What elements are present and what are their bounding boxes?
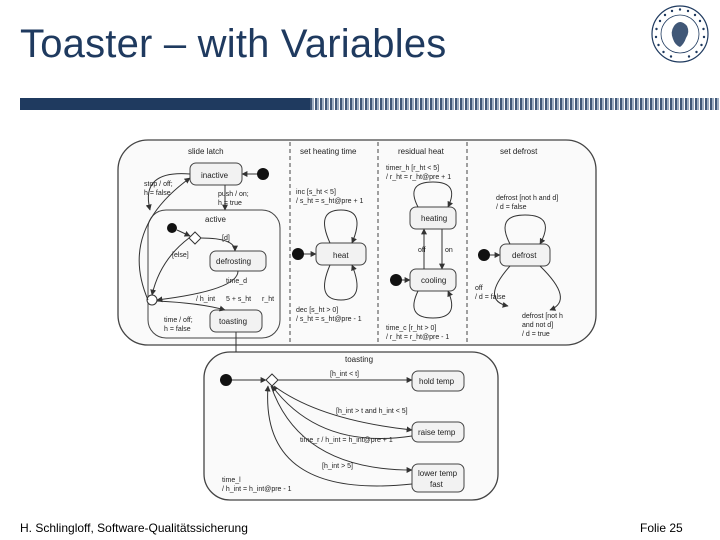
state-lower-temp-label-1: lower temp (418, 469, 458, 478)
label-off-d-2: / d = false (475, 294, 506, 301)
label-g-hint-between: [h_int > t and h_int < 5] (336, 408, 408, 415)
transition-stop-off (145, 173, 191, 211)
initial-pseudostate (257, 168, 269, 180)
initial-active (167, 223, 177, 233)
state-defrost (499, 243, 551, 267)
junction-pseudostate (146, 294, 158, 306)
footer-author: H. Schlingloff, Software-Qualitätssicher… (20, 521, 248, 535)
active-label: active (205, 215, 226, 224)
label-off: off (418, 247, 426, 254)
state-lower-temp (411, 463, 465, 493)
label-defrost-not-h-1: defrost [not h (522, 313, 563, 320)
label-g-hint-gt: [h_int > 5] (322, 463, 353, 470)
label-time-off-2: h = false (164, 326, 191, 333)
state-inactive-label: inactive (201, 171, 229, 180)
region-label-slide-latch: slide latch (188, 147, 224, 156)
label-timec-2: / r_ht = r_ht@pre - 1 (386, 334, 449, 341)
state-raise-temp-label: raise temp (418, 428, 456, 437)
label-push-on-1: push / on; (218, 191, 249, 198)
label-timer-2: / r_ht = r_ht@pre + 1 (386, 174, 451, 181)
state-cooling-label: cooling (421, 276, 446, 285)
label-stop-off-2: h = false (144, 190, 171, 197)
footer-slide-number: Folie 25 (640, 521, 683, 535)
label-defrost-not-h-3: / d = true (522, 331, 550, 338)
label-inc-2: / s_ht = s_ht@pre + 1 (296, 198, 364, 205)
label-time-off-1: time / off; (164, 317, 193, 324)
slide-title: Toaster – with Variables (20, 22, 447, 66)
label-guard-d: [d] (222, 235, 230, 242)
university-seal-icon (651, 5, 709, 63)
label-defrost-not-h-2: and not d] (522, 322, 553, 329)
title-rule-solid (20, 98, 310, 110)
label-defrost-not-1: defrost [not h and d] (496, 195, 558, 202)
label-push-on-2: h = true (218, 200, 242, 207)
label-dec-2: / s_ht = s_ht@pre - 1 (296, 316, 362, 323)
state-defrost-label: defrost (512, 251, 537, 260)
title-rule (20, 98, 720, 110)
region-label-toasting: toasting (345, 355, 373, 364)
title-rule-texture (310, 98, 720, 110)
region-label-set-heating-time: set heating time (300, 147, 357, 156)
region-label-residual-heat: residual heat (398, 147, 445, 156)
label-defrost-not-2: / d = false (496, 204, 527, 211)
region-label-set-defrost: set defrost (500, 147, 538, 156)
state-lower-temp-label-2: fast (430, 480, 444, 489)
label-inc-1: inc [s_ht < 5] (296, 189, 336, 196)
state-heat (315, 242, 367, 266)
label-timer-1: timer_h [r_ht < 5] (386, 165, 439, 172)
state-heating (409, 206, 457, 230)
choice-pseudostate (188, 231, 202, 245)
state-hold-temp-label: hold temp (419, 377, 455, 386)
label-h-int-1: / h_int (196, 296, 215, 303)
state-heat-label: heat (333, 251, 349, 260)
initial-heating-time (292, 248, 304, 260)
label-h-int-3: r_ht (262, 296, 274, 303)
label-time-r: time_r / h_int = h_int@pre + 1 (300, 437, 393, 444)
state-toasting-label: toasting (219, 317, 247, 326)
label-timec-1: time_c [r_ht > 0] (386, 325, 436, 332)
initial-toasting (220, 374, 232, 386)
label-time-d: time_d (226, 278, 247, 285)
label-guard-else: [else] (172, 252, 189, 259)
label-time-l-2: / h_int = h_int@pre - 1 (222, 486, 292, 493)
initial-defrost (478, 249, 490, 261)
state-defrosting-label: defrosting (216, 257, 251, 266)
state-heating-label: heating (421, 214, 447, 223)
label-dec-1: dec [s_ht > 0] (296, 307, 338, 314)
composite-active (147, 209, 281, 339)
initial-residual-heat (390, 274, 402, 286)
label-off-d-1: off (475, 285, 483, 292)
label-h-int-2: 5 + s_ht (226, 296, 251, 303)
label-on: on (445, 247, 453, 254)
label-time-l-1: time_l (222, 477, 241, 484)
label-stop-off-1: stop / off; (144, 181, 173, 188)
label-g-hint-lt: [h_int < t] (330, 371, 359, 378)
state-cooling (409, 268, 457, 292)
